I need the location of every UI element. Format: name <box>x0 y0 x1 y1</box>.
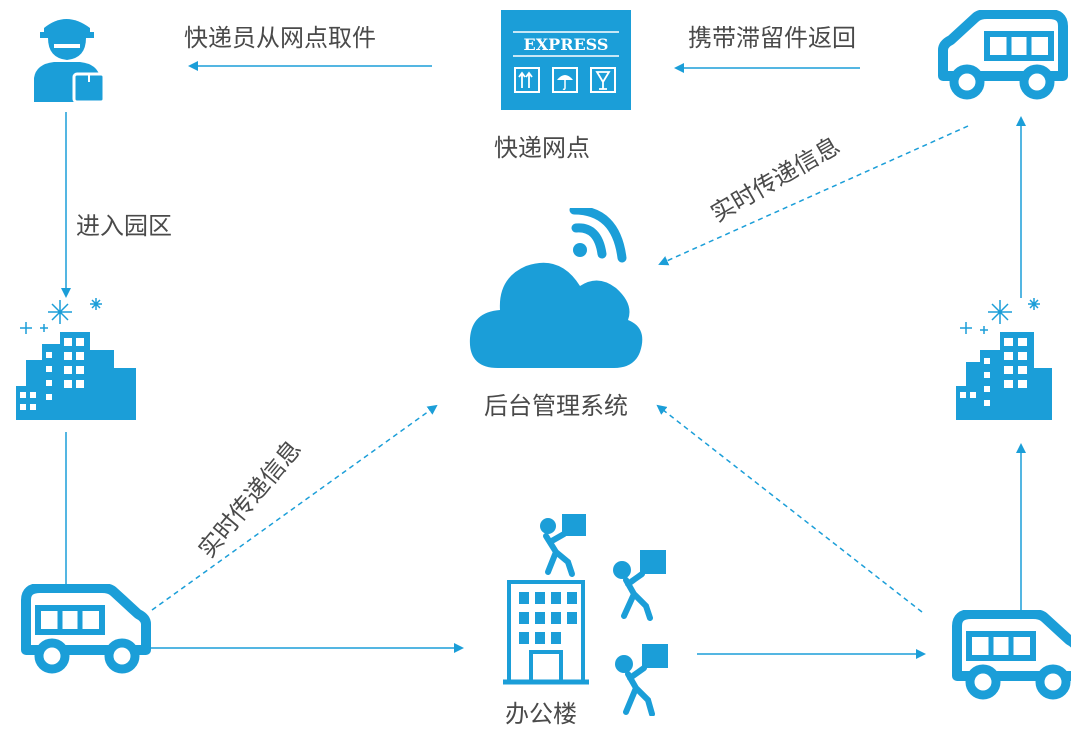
label-backend: 后台管理系统 <box>484 392 628 420</box>
label-express-station: 快递网点 <box>494 134 590 162</box>
van-icon-bottom-left <box>21 584 151 674</box>
dashed-info-left <box>151 404 438 611</box>
label-courier-pickup: 快递员从网点取件 <box>184 24 376 52</box>
van-icon <box>938 10 1068 100</box>
dashed-info-top <box>658 125 969 266</box>
delivery-person-icon-2 <box>613 550 666 621</box>
dashed-info-right <box>656 404 923 613</box>
office-building-icon <box>503 580 589 685</box>
delivery-person-icon <box>540 514 586 577</box>
label-office: 办公楼 <box>505 700 577 728</box>
express-box-icon: EXPRESS <box>501 10 631 110</box>
cloud-signal-icon <box>469 208 643 368</box>
van-icon-bottom-right <box>952 610 1071 700</box>
label-carry-return: 携带滞留件返回 <box>688 24 856 52</box>
label-enter-park: 进入园区 <box>76 212 172 240</box>
delivery-person-icon-3 <box>615 644 668 716</box>
express-title: EXPRESS <box>524 35 609 54</box>
buildings-icon <box>16 298 136 420</box>
buildings-icon-right <box>956 298 1052 420</box>
courier-icon <box>34 19 106 104</box>
